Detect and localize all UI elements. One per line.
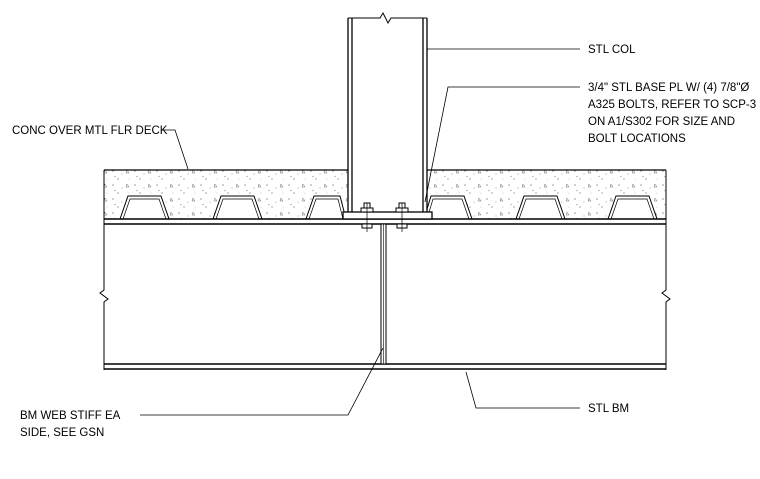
metal-deck (119, 195, 658, 220)
label-web-stiff-1: BM WEB STIFF EA (20, 410, 121, 422)
label-conc-deck: CONC OVER MTL FLR DECK (12, 125, 168, 137)
label-stl-bm: STL BM (588, 403, 629, 415)
leader-lines (140, 48, 580, 416)
bolt-left (360, 202, 374, 232)
steel-column (347, 11, 428, 214)
label-stl-col: STL COL (588, 44, 636, 56)
label-base-pl-4: BOLT LOCATIONS (588, 133, 686, 145)
label-base-pl-1: 3/4" STL BASE PL W/ (4) 7/8"Ø (588, 82, 749, 94)
label-base-pl-3: ON A1/S302 FOR SIZE AND (588, 116, 735, 128)
label-base-pl-2: A325 BOLTS, REFER TO SCP-3 (588, 99, 756, 111)
web-stiffener (380, 223, 387, 365)
label-web-stiff-2: SIDE, SEE GSN (20, 427, 104, 439)
base-plate (342, 202, 433, 232)
bolt-right (395, 202, 409, 232)
